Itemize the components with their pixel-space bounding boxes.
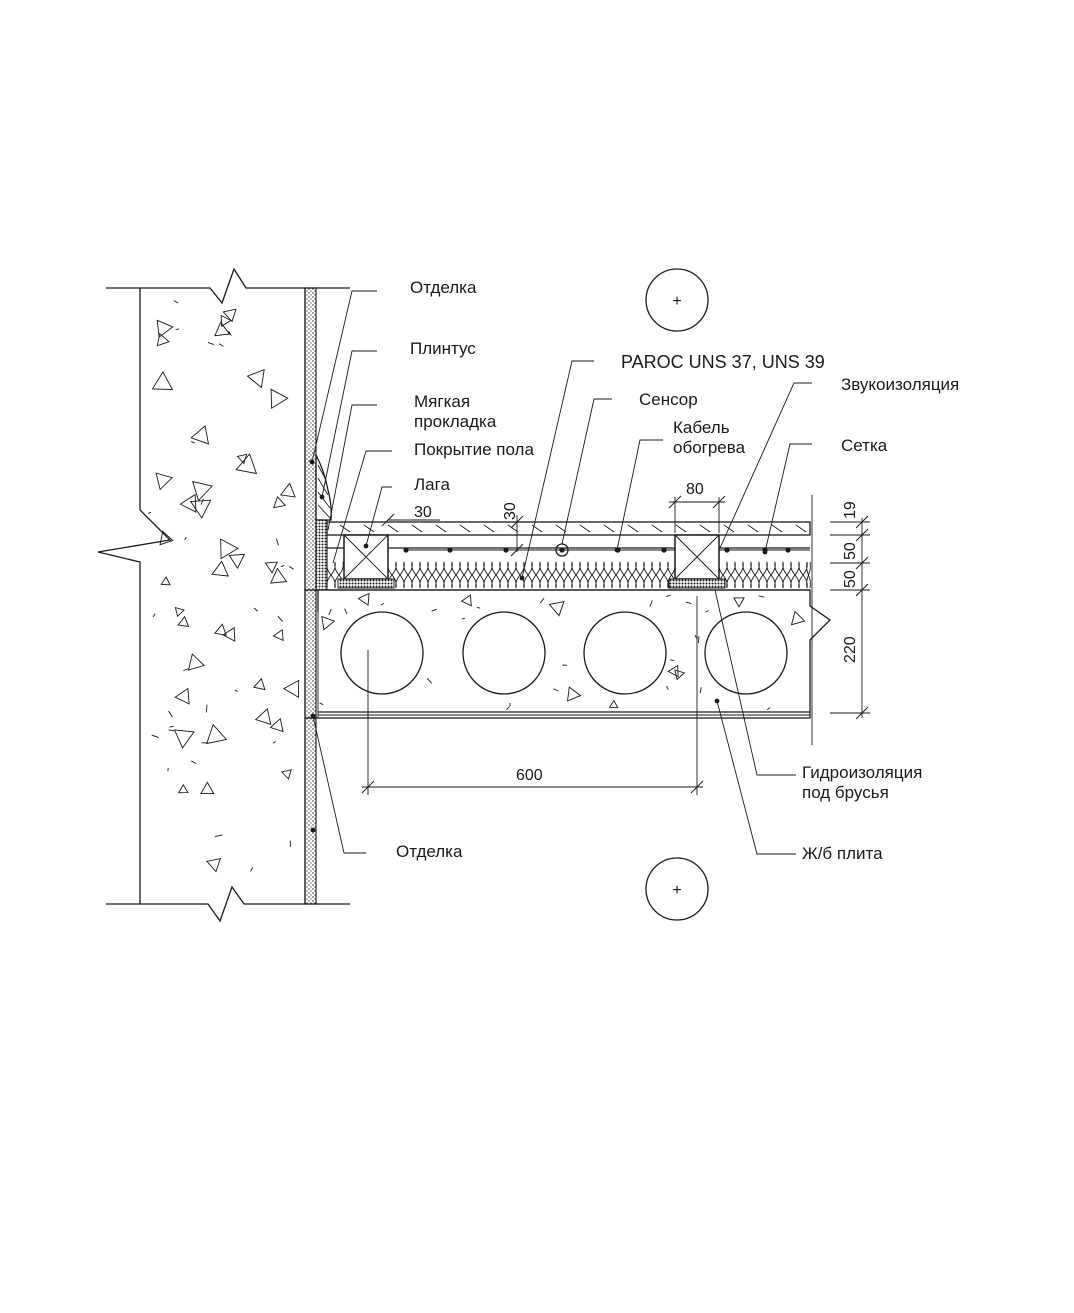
label-gidro-2: под брусья	[802, 783, 889, 802]
dim-30-vertical: 30	[502, 502, 519, 520]
soft-pad	[315, 519, 328, 591]
label-plita: Ж/б плита	[802, 844, 883, 863]
leader-dots	[309, 459, 768, 833]
hollow-core-slab	[305, 589, 832, 719]
floor-covering	[326, 521, 811, 536]
label-sensor: Сенсор	[639, 390, 698, 409]
logs-and-insulation	[326, 547, 811, 591]
log-beam-left	[337, 534, 395, 589]
label-otdelka-top: Отделка	[410, 278, 477, 297]
label-laga: Лага	[414, 475, 450, 494]
wall-finish-layer	[304, 287, 317, 905]
leader-lines	[311, 290, 812, 855]
label-zvukoizolyaciya: Звукоизоляция	[841, 375, 959, 394]
dim-19: 19	[842, 501, 859, 519]
label-gidro-1: Гидроизоляция	[802, 763, 922, 782]
label-setka: Сетка	[841, 436, 888, 455]
label-myagkaya-1: Мягкая	[414, 392, 470, 411]
label-pokrytie: Покрытие пола	[414, 440, 534, 459]
dim-600: 600	[516, 767, 543, 784]
axis-marker-top-symbol: +	[672, 293, 681, 310]
label-otdelka-bottom: Отделка	[396, 842, 463, 861]
label-paroc: PAROC UNS 37, UNS 39	[621, 352, 825, 372]
dim-50-lower: 50	[842, 570, 859, 588]
dim-50-upper: 50	[842, 542, 859, 560]
label-plintus: Плинтус	[410, 339, 476, 358]
axis-marker-top: +	[645, 268, 709, 332]
dim-80: 80	[686, 481, 704, 498]
log-beam-right	[668, 534, 726, 589]
dim-220: 220	[842, 636, 859, 663]
label-kabel-1: Кабель	[673, 418, 730, 437]
dimension-lines	[361, 495, 870, 795]
dim-30-horizontal: 30	[414, 504, 432, 521]
label-kabel-2: обогрева	[673, 438, 746, 457]
axis-marker-bottom: +	[645, 857, 709, 921]
axis-marker-bottom-symbol: +	[672, 882, 681, 899]
label-myagkaya-2: прокладка	[414, 412, 497, 431]
